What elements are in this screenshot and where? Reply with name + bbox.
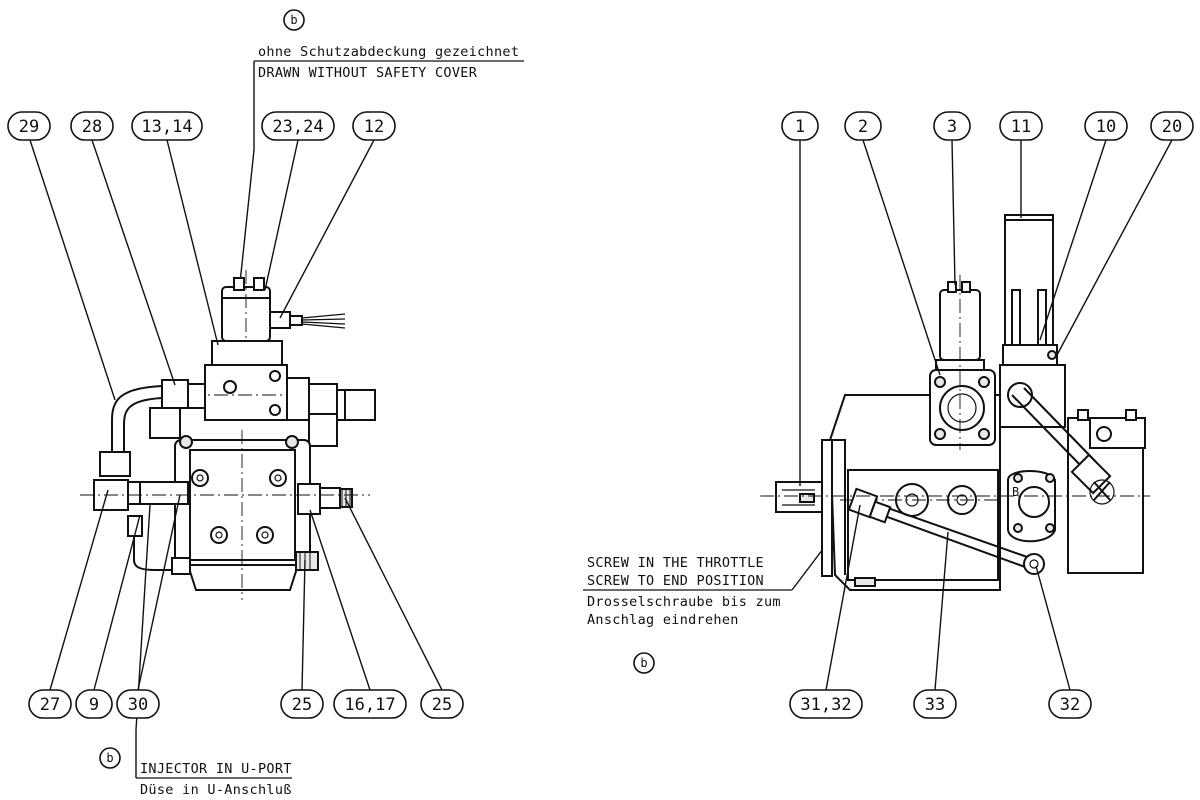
balloon — [913, 689, 957, 719]
balloons-left-top: 29 28 13,14 23,24 12 — [7, 111, 396, 141]
note-marker-text: b — [106, 751, 113, 765]
balloon — [131, 111, 203, 141]
balloons-right-bottom: 31,32 33 32 — [789, 689, 1092, 719]
note-marker-b-bottom — [99, 747, 121, 769]
balloon-label: 16,17 — [344, 695, 395, 715]
balloon-label: 25 — [292, 695, 312, 715]
balloon — [781, 111, 819, 141]
note-throttle-de-2: Anschlag eindrehen — [587, 612, 739, 628]
note-safety-cover: b ohne Schutzabdeckung gezeichnet DRAWN … — [239, 9, 524, 284]
balloon — [844, 111, 882, 141]
balloon — [280, 689, 324, 719]
note-cover-de: ohne Schutzabdeckung gezeichnet — [258, 44, 519, 60]
balloon — [7, 111, 51, 141]
note-marker-text: b — [640, 656, 647, 670]
balloon-label: 11 — [1011, 117, 1031, 137]
balloon — [333, 689, 407, 719]
note-throttle-en-2: SCREW TO END POSITION — [587, 573, 764, 589]
balloon — [1048, 689, 1092, 719]
balloon — [1150, 111, 1194, 141]
balloon — [933, 111, 971, 141]
balloon — [420, 689, 464, 719]
balloon-label: 30 — [128, 695, 148, 715]
balloon-label: 13,14 — [141, 117, 192, 137]
balloon — [1084, 111, 1128, 141]
balloon — [28, 689, 72, 719]
balloon — [261, 111, 335, 141]
balloon — [789, 689, 863, 719]
balloon — [70, 111, 114, 141]
balloons-left-bottom: 27 9 30 25 16,17 25 — [28, 689, 464, 719]
note-cover-en: DRAWN WITHOUT SAFETY COVER — [258, 65, 478, 81]
balloon-label: 10 — [1096, 117, 1116, 137]
balloons-right-top: 1 2 3 11 10 20 — [781, 111, 1194, 141]
balloon-label: 31,32 — [800, 695, 851, 715]
balloon — [75, 689, 113, 719]
leader-lines — [29, 139, 1173, 691]
balloon-label: 2 — [858, 117, 868, 137]
balloon — [352, 111, 396, 141]
note-marker-text: b — [290, 13, 297, 27]
balloon-label: 28 — [82, 117, 102, 137]
balloon-label: 23,24 — [272, 117, 323, 137]
note-throttle-en-1: SCREW IN THE THROTTLE — [587, 555, 764, 571]
balloon-label: 25 — [432, 695, 452, 715]
balloon-label: 29 — [19, 117, 39, 137]
balloon-label: 9 — [89, 695, 99, 715]
port-label-b: B — [1012, 485, 1019, 499]
note-throttle-de-1: Drosselschraube bis zum — [587, 594, 781, 610]
balloon — [999, 111, 1043, 141]
note-marker-b-right — [633, 652, 655, 674]
balloon-label: 33 — [925, 695, 945, 715]
balloon-label: 32 — [1060, 695, 1080, 715]
balloon — [116, 689, 160, 719]
note-injector-en: INJECTOR IN U-PORT — [140, 761, 292, 777]
note-marker-b-top — [283, 9, 305, 31]
balloon-label: 27 — [40, 695, 60, 715]
balloon-label: 1 — [795, 117, 805, 137]
balloon-label: 3 — [947, 117, 957, 137]
balloon-label: 20 — [1162, 117, 1182, 137]
right-view-pump: B — [760, 214, 1150, 591]
note-throttle: SCREW IN THE THROTTLE SCREW TO END POSIT… — [583, 499, 861, 674]
note-injector-de: Düse in U-Anschluß — [140, 782, 292, 798]
left-view-pump — [80, 270, 376, 600]
balloon-label: 12 — [364, 117, 384, 137]
note-injector: b INJECTOR IN U-PORT Düse in U-Anschluß — [99, 504, 292, 798]
